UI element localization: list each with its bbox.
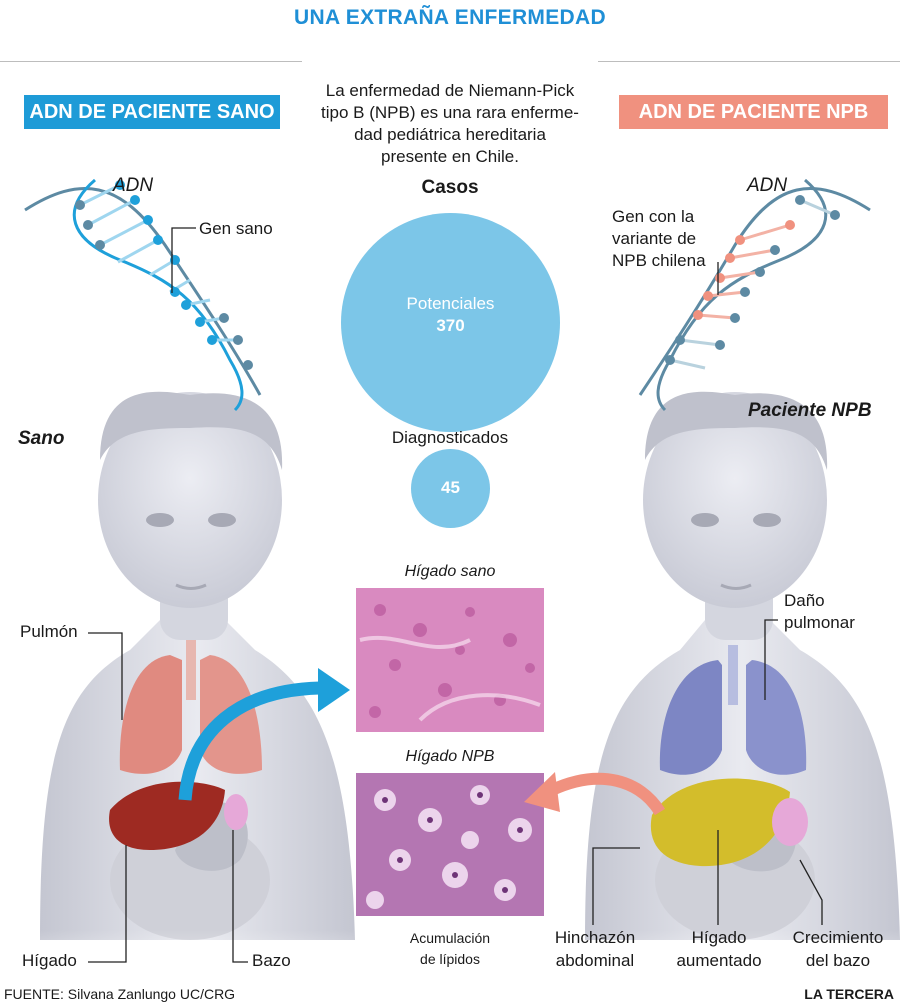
cases-heading: Casos <box>421 177 479 198</box>
lung-damage-label: Daño pulmonar <box>784 590 855 634</box>
lung-label: Pulmón <box>20 622 78 641</box>
npb-gene-line: NPB chilena <box>612 251 706 270</box>
liver-label: Hígado <box>22 951 77 970</box>
spleen-label: Bazo <box>252 951 291 970</box>
healthy-dna-helix <box>24 178 262 412</box>
salmon-arrow <box>549 772 666 816</box>
enlarged-liver-line: aumentado <box>676 951 762 970</box>
npb-gene-line: Gen con la <box>612 207 695 226</box>
spleen-growth-line: del bazo <box>805 951 871 970</box>
intro-line: La enfermedad de Niemann-Pick <box>325 81 575 100</box>
source-credit: FUENTE: Silvana Zanlungo UC/CRG <box>4 986 236 1002</box>
healthy-dna-label: ADN <box>113 175 154 196</box>
healthy-child-figure <box>40 391 355 940</box>
healthy-dna-header: ADN DE PACIENTE SANO <box>24 95 280 129</box>
healthy-child-label: Sano <box>18 428 65 449</box>
lipid-line: Acumulación <box>409 930 491 946</box>
npb-liver-micrograph <box>356 773 544 916</box>
spleen-growth-label: Crecimiento del bazo <box>782 926 894 972</box>
intro-line: tipo B (NPB) es una rara enferme- <box>321 103 579 122</box>
lipid-accumulation-label: Acumulación de lípidos <box>356 928 544 970</box>
lung-damage-line: pulmonar <box>784 613 855 632</box>
healthy-liver-micrograph <box>356 588 544 732</box>
lipid-line: de lípidos <box>420 951 480 967</box>
enlarged-liver-label: Hígado aumentado <box>668 926 770 972</box>
intro-line: dad pediátrica hereditaria <box>354 125 546 144</box>
npb-gene-label: Gen con la variante de NPB chilena <box>612 206 722 272</box>
npb-dna-helix <box>638 178 871 412</box>
healthy-liver-title: Hígado sano <box>404 563 496 580</box>
spleen-growth-line: Crecimiento <box>792 928 884 947</box>
npb-dna-label: ADN <box>747 175 788 196</box>
page-title: UNA EXTRAÑA ENFERMEDAD <box>294 6 606 29</box>
lung-damage-line: Daño <box>784 591 825 610</box>
potential-cases-value: 370 <box>436 316 465 335</box>
npb-dna-header: ADN DE PACIENTE NPB <box>619 95 888 129</box>
intro-text: La enfermedad de Niemann-Pick tipo B (NP… <box>300 80 600 168</box>
enlarged-liver-line: Hígado <box>691 928 747 947</box>
healthy-gene-label: Gen sano <box>199 219 273 238</box>
npb-gene-line: variante de <box>612 229 697 248</box>
diagnosed-cases-value: 45 <box>441 478 460 497</box>
abdominal-swelling-line: Hinchazón <box>554 928 636 947</box>
npb-liver-title: Hígado NPB <box>405 748 495 765</box>
diagnosed-cases-circle <box>411 449 490 528</box>
potential-cases-label: Potenciales <box>406 294 495 313</box>
npb-child-figure <box>585 391 900 940</box>
intro-line: presente en Chile. <box>381 147 519 166</box>
npb-child-label: Paciente NPB <box>748 400 872 421</box>
abdominal-swelling-label: Hinchazón abdominal <box>547 926 643 972</box>
diagnosed-cases-label: Diagnosticados <box>391 428 509 447</box>
potential-cases-circle <box>341 213 560 432</box>
blue-arrow <box>178 681 321 801</box>
abdominal-swelling-line: abdominal <box>555 951 635 970</box>
publisher-brand: LA TERCERA <box>804 986 894 1002</box>
